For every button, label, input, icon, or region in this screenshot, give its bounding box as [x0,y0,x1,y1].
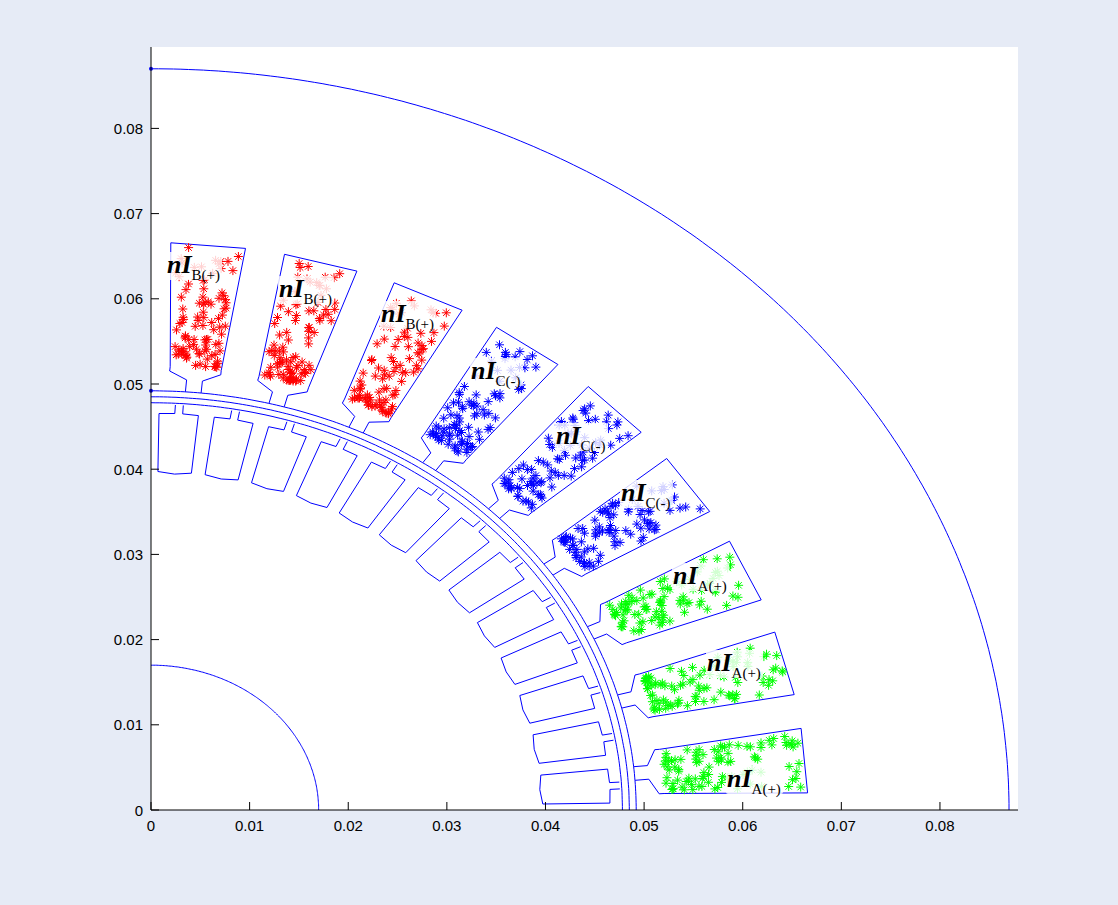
y-tick [151,213,159,214]
rotor-slot [379,488,449,553]
y-tick [151,298,159,299]
y-tick [151,724,159,725]
rotor-slot [533,722,613,764]
current-symbol: nI [621,478,646,507]
slot-current-label: nIB(+) [166,252,222,280]
current-symbol: nI [381,299,406,328]
y-tick-label: 0 [135,803,143,818]
phase-subscript: C(-) [496,373,521,389]
shaft-arc [151,665,319,810]
y-axis [151,47,152,810]
slot-current-label: nIB(+) [278,276,334,304]
rotor-slot [501,632,581,685]
x-tick-label: 0.03 [432,818,461,833]
x-tick [939,802,940,810]
rotor-slot [205,411,253,480]
stator-slot [587,541,761,644]
x-tick [348,802,349,810]
rotor-slot [296,439,357,508]
current-marker [605,553,805,795]
x-tick-label: 0.07 [827,818,856,833]
x-tick [742,802,743,810]
x-tick-label: 0.01 [235,818,264,833]
rotor-inner-arc [151,403,622,810]
slot-current-label: nIC(-) [620,480,673,508]
rotor-slot [339,461,405,528]
y-tick [151,469,159,470]
current-symbol: nI [707,648,732,677]
rotor-slot [416,518,489,581]
current-marker [171,243,451,418]
slot-current-label: nIA(+) [726,766,783,794]
y-tick-label: 0.02 [114,632,143,647]
x-tick [249,802,250,810]
x-tick [644,802,645,810]
y-tick [151,554,159,555]
phase-subscript: A(+) [752,781,781,797]
slot-current-label: nIC(-) [470,358,523,386]
slot-current-label: nIC(-) [555,423,608,451]
phase-subscript: B(+) [406,316,434,332]
y-tick-label: 0.06 [114,291,143,306]
stator-slot [421,327,558,470]
y-tick [151,128,159,129]
phase-subscript: C(-) [646,495,671,511]
x-tick-label: 0 [147,818,155,833]
slot-current-label: nIA(+) [672,563,729,591]
x-tick-label: 0.08 [925,818,954,833]
x-tick-label: 0.05 [629,818,658,833]
current-symbol: nI [279,274,304,303]
current-symbol: nI [471,356,496,385]
y-tick-label: 0.04 [114,462,143,477]
rotor-slot [158,405,199,474]
rotor-slot [520,676,601,723]
x-tick-label: 0.02 [334,818,363,833]
phase-subscript: A(+) [732,665,761,681]
slot-current-label: nIA(+) [706,650,763,678]
slot-current-label: nIB(+) [380,301,436,329]
y-tick-label: 0.08 [114,121,143,136]
rotor-slot [252,422,307,492]
phase-subscript: B(+) [304,291,332,307]
phase-subscript: C(-) [581,438,606,454]
rotor-slot [477,591,554,648]
y-tick [151,810,159,811]
plot-area [151,47,1018,810]
x-tick [841,802,842,810]
phase-subscript: B(+) [192,267,220,283]
current-symbol: nI [727,764,752,793]
x-tick-label: 0.06 [728,818,757,833]
current-symbol: nI [556,421,581,450]
y-tick [151,384,159,385]
stator-outer-circle [151,69,1009,810]
y-tick-label: 0.05 [114,377,143,392]
y-tick [151,639,159,640]
current-symbol: nI [673,561,698,590]
x-axis [151,810,1018,811]
x-tick [446,802,447,810]
x-tick [151,802,152,810]
y-tick-label: 0.07 [114,206,143,221]
current-marker [426,340,705,571]
y-tick-label: 0.03 [114,547,143,562]
rotor-slot [449,552,524,613]
x-tick-label: 0.04 [531,818,560,833]
stator-slot [342,283,462,433]
current-symbol: nI [167,250,192,279]
phase-subscript: A(+) [698,578,727,594]
rotor-slot [540,769,620,804]
y-tick-label: 0.01 [114,717,143,732]
x-tick [545,802,546,810]
